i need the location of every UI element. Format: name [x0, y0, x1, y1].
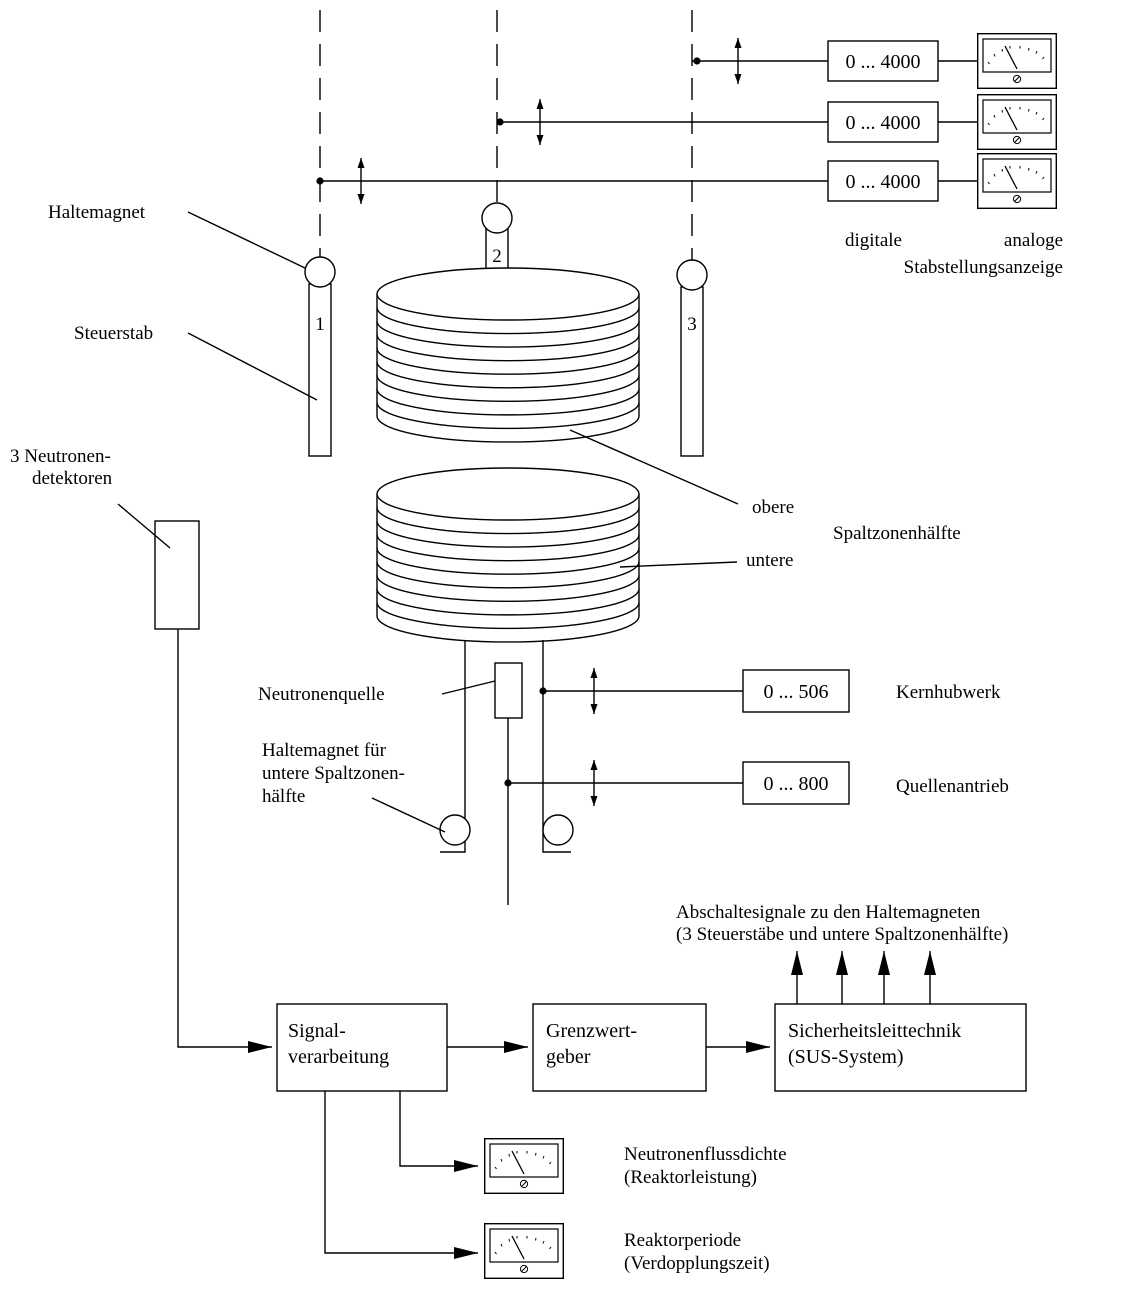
leader-steuerstab: [187, 332, 318, 401]
label-kernhubwerk: Kernhubwerk: [896, 682, 1001, 703]
range-rod-2: 0 ... 4000: [846, 112, 921, 134]
block-grenz-1: Grenzwert-: [546, 1020, 637, 1042]
lower-core-half-layer: [376, 548, 640, 575]
leader-haltemagnet: [187, 211, 306, 269]
block-signal-1: Signal-: [288, 1020, 346, 1042]
signal-processing-block: [276, 1003, 448, 1092]
label-detectors-1: 3 Neutronen-: [10, 446, 111, 467]
range-quelle: 0 ... 800: [764, 773, 829, 795]
label-reaktorperiode-1: Reaktorperiode: [624, 1230, 741, 1251]
label-haltemagnet-unten-1: Haltemagnet für: [262, 740, 387, 761]
label-neutronenfluss-2: (Reaktorleistung): [624, 1167, 757, 1188]
safety-system-block: [774, 1003, 1027, 1092]
upper-core-half: [376, 267, 640, 443]
label-stabstellungsanzeige: Stabstellungsanzeige: [904, 257, 1063, 278]
label-steuerstab: Steuerstab: [74, 323, 153, 344]
flux-signal-line: [399, 1091, 478, 1172]
upper-core-half-layer: [376, 388, 640, 416]
label-neutronenfluss-1: Neutronenflussdichte: [624, 1144, 787, 1165]
upper-core-half-top: [376, 267, 640, 321]
rod-3-holding-magnet: [676, 259, 708, 291]
rod-1-number: 1: [315, 314, 325, 335]
period-meter: [484, 1223, 564, 1279]
lower-core-holding-magnet-left: [439, 814, 471, 846]
rod-2-analog-meter: [977, 94, 1057, 150]
rod-1-analog-meter: [977, 153, 1057, 209]
label-haltemagnet-unten-2: untere Spaltzonen-: [262, 763, 405, 784]
period-signal-line: [324, 1091, 478, 1259]
upper-core-half-layer: [376, 307, 640, 335]
lower-core-holding-magnet-right: [542, 814, 574, 846]
lower-core-half-layer: [376, 561, 640, 589]
junction-dot: [693, 57, 701, 65]
schematic-lines: [117, 10, 1057, 1279]
upper-core-half-layer: [376, 361, 640, 389]
leader-upper-core: [569, 429, 739, 505]
junction-dot: [496, 118, 504, 126]
rod-3-analog-meter: [977, 33, 1057, 89]
range-kernhub: 0 ... 506: [764, 681, 829, 703]
label-untere: untere: [746, 550, 793, 571]
lower-core-half-layer: [376, 602, 640, 630]
flux-meter: [484, 1138, 564, 1194]
lower-left-support: [440, 640, 466, 853]
label-haltemagnet-unten-3: hälfte: [262, 786, 305, 807]
upper-core-half-layer: [376, 334, 640, 362]
neutron-detector-box: [154, 520, 200, 630]
rod-3-number: 3: [687, 314, 697, 335]
schematic-labels: 0 ... 4000 0 ... 4000 0 ... 4000 1 2 3 0 ... 5…: [10, 51, 1063, 1274]
label-neutronenquelle: Neutronenquelle: [258, 684, 385, 705]
label-abschalt-1: Abschaltesignale zu den Haltemagneten: [676, 902, 981, 923]
label-haltemagnet: Haltemagnet: [48, 202, 146, 223]
leader-neutron-source: [441, 680, 496, 695]
upper-core-half-layer: [376, 402, 640, 430]
lower-core-half-layer: [376, 521, 640, 548]
rod-3-body: [680, 286, 704, 457]
leader-lower-magnet: [371, 797, 446, 833]
range-rod-3: 0 ... 4000: [846, 51, 921, 73]
lower-core-half-body: [376, 494, 640, 643]
label-detectors-2: detektoren: [32, 468, 113, 489]
range-box-quelle: [742, 761, 850, 805]
lower-core-half-layer: [376, 534, 640, 562]
rod-1-body: [308, 283, 332, 457]
rod-2-number: 2: [492, 246, 502, 267]
lower-core-half-top: [376, 467, 640, 521]
junction-dot: [504, 779, 512, 787]
limit-value-block: [532, 1003, 707, 1092]
label-spaltzonenhaelfte: Spaltzonenhälfte: [833, 523, 961, 544]
upper-core-half-layer: [376, 348, 640, 375]
label-digitale: digitale: [845, 230, 902, 251]
junction-dot: [539, 687, 547, 695]
label-abschalt-2: (3 Steuerstäbe und untere Spaltzonenhälf…: [676, 924, 1008, 945]
detector-signal-line: [177, 629, 272, 1053]
label-quellenantrieb: Quellenantrieb: [896, 776, 1009, 797]
upper-core-half-body: [376, 294, 640, 443]
upper-core-half-layer: [376, 375, 640, 403]
junction-dot: [316, 177, 324, 185]
neutron-source-body: [494, 662, 523, 719]
block-signal-2: verarbeitung: [288, 1046, 389, 1068]
lower-core-half-layer: [376, 588, 640, 616]
lower-core-half-layer: [376, 507, 640, 535]
block-sicher-1: Sicherheitsleittechnik: [788, 1020, 961, 1042]
leader-detectors: [117, 503, 171, 549]
range-box-kernhub: [742, 669, 850, 713]
rod-2-holding-magnet: [481, 202, 513, 234]
label-obere: obere: [752, 497, 794, 518]
upper-core-half-layer: [376, 321, 640, 348]
block-grenz-2: geber: [546, 1046, 591, 1068]
lower-right-support: [542, 640, 571, 853]
label-analoge: analoge: [1004, 230, 1063, 251]
block-sicher-2: (SUS-System): [788, 1046, 904, 1068]
lower-core-half-layer: [376, 575, 640, 603]
rod-1-holding-magnet: [304, 256, 336, 288]
lower-core-half: [376, 467, 640, 643]
range-rod-1: 0 ... 4000: [846, 171, 921, 193]
leader-lower-core: [619, 561, 738, 568]
label-reaktorperiode-2: (Verdopplungszeit): [624, 1253, 770, 1274]
